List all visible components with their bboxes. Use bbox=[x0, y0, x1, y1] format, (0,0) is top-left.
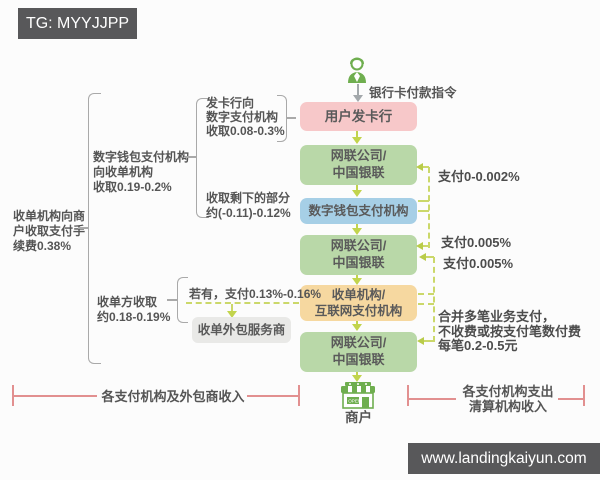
arrowhead-clearing2-b bbox=[419, 253, 426, 261]
outsourcing-dashed-line bbox=[186, 302, 299, 304]
footer-watermark: www.landingkaiyun.com bbox=[408, 443, 600, 474]
header-tag-label: TG: MYYJJPP bbox=[25, 14, 130, 32]
box-issuer-bank-label: 用户发卡行 bbox=[324, 108, 393, 124]
outsourcing-drop-line bbox=[231, 304, 233, 312]
bracket-outer-notch bbox=[78, 227, 89, 229]
stub-clearing2-a bbox=[423, 245, 429, 247]
annotation-merchant-fee: 收单机构向商 户收取支付手 续费0.38% bbox=[13, 209, 86, 253]
legend-left-line-2 bbox=[247, 395, 298, 397]
bracket-outsourcing-connector bbox=[167, 299, 178, 301]
flow-arrow-line-5 bbox=[356, 321, 358, 325]
stub-wallet-a bbox=[418, 200, 429, 202]
person-icon bbox=[345, 56, 369, 84]
box-clearing-1: 网联公司/ 中国银联 bbox=[300, 145, 417, 185]
storefront-icon: OPEN bbox=[339, 382, 377, 409]
box-issuer-bank: 用户发卡行 bbox=[300, 102, 417, 131]
annotation-wallet-to-acquirer: 数字钱包支付机构 向收单机构 收取0.19-0.2% bbox=[93, 150, 190, 194]
bracket-issuer-close bbox=[277, 95, 287, 142]
legend-left-tick-2 bbox=[298, 385, 300, 406]
annotation-remainder-fee: 收取剩下的部分 约(-0.11)-0.12% bbox=[206, 191, 291, 220]
legend-left-tick-1 bbox=[12, 385, 14, 406]
legend-right-line-1 bbox=[408, 398, 456, 400]
footer-url: www.landingkaiyun.com bbox=[421, 449, 587, 467]
flow-arrow-line-1 bbox=[356, 131, 358, 138]
stub-clearing2-b bbox=[426, 256, 434, 258]
stub-acquirer-b bbox=[418, 303, 434, 305]
bracket-issuer-connector bbox=[185, 156, 197, 158]
box-outsourcing-provider: 收单外包服务商 bbox=[192, 317, 291, 343]
annotation-outsourcing-fee: 若有，支付0.13%-0.16% bbox=[189, 287, 322, 301]
stub-clearing3 bbox=[424, 340, 434, 342]
flow-arrowhead-3 bbox=[352, 228, 362, 235]
header-tag: TG: MYYJJPP bbox=[18, 8, 137, 39]
label-pay-0005-a: 支付0.005% bbox=[441, 235, 512, 250]
legend-right-label: 各支付机构支出 清算机构收入 bbox=[462, 384, 554, 414]
svg-text:OPEN: OPEN bbox=[348, 399, 361, 404]
arrowhead-clearing1 bbox=[416, 163, 423, 171]
flow-arrowhead-5 bbox=[352, 324, 362, 331]
flow-arrow-line-2 bbox=[356, 185, 358, 191]
box-clearing-3: 网联公司/ 中国银联 bbox=[300, 332, 417, 372]
bracket-outsourcing-group bbox=[177, 277, 188, 323]
dash-line-wallet bbox=[428, 167, 430, 248]
legend-right-line-2 bbox=[558, 398, 583, 400]
bracket-outer bbox=[88, 93, 101, 364]
bracket-issuer-close-notch bbox=[286, 117, 296, 119]
stub-acquirer-a bbox=[418, 293, 434, 295]
bracket-issuer-group bbox=[196, 98, 209, 218]
box-digital-wallet: 数字钱包支付机构 bbox=[300, 198, 417, 224]
instruction-arrow-line bbox=[357, 84, 359, 95]
legend-right-tick-1 bbox=[407, 385, 409, 406]
box-clearing-2: 网联公司/ 中国银联 bbox=[300, 235, 417, 275]
flow-arrow-line-3 bbox=[356, 224, 358, 229]
legend-right-tick-2 bbox=[583, 385, 585, 406]
legend-left-label: 各支付机构及外包商收入 bbox=[101, 389, 245, 404]
flow-arrow-line-4 bbox=[356, 275, 358, 279]
flow-arrowhead-4 bbox=[352, 278, 362, 285]
arrowhead-clearing3 bbox=[417, 337, 424, 345]
flow-arrowhead-6 bbox=[352, 375, 362, 382]
stub-clearing1 bbox=[422, 166, 429, 168]
instruction-arrowhead bbox=[353, 95, 363, 102]
annotation-issuer-fee: 发卡行向 数字支付机构 收取0.08-0.3% bbox=[206, 96, 285, 138]
label-pay-0-0002: 支付0-0.002% bbox=[438, 169, 520, 184]
label-pay-0005-b: 支付0.005% bbox=[443, 256, 514, 271]
label-batch-note: 合并多笔业务支付， 不收费或按支付笔数付费 每笔0.2-0.5元 bbox=[438, 309, 582, 353]
legend-left-line-1 bbox=[13, 395, 97, 397]
stub-wallet-b bbox=[418, 210, 429, 212]
annotation-acquirer-share: 收单方收取 约0.18-0.19% bbox=[97, 295, 171, 324]
flow-arrowhead-2 bbox=[352, 190, 362, 197]
dash-line-acquirer bbox=[433, 257, 435, 342]
flow-arrow-line-6 bbox=[356, 372, 358, 376]
box-acquirer: 收单机构/ 互联网支付机构 bbox=[300, 285, 417, 321]
arrowhead-clearing2-a bbox=[416, 242, 423, 250]
outsourcing-arrowhead bbox=[227, 311, 237, 318]
flow-arrowhead-1 bbox=[352, 137, 362, 144]
instruction-label: 银行卡付款指令 bbox=[369, 86, 457, 100]
merchant-label: 商户 bbox=[345, 410, 372, 425]
